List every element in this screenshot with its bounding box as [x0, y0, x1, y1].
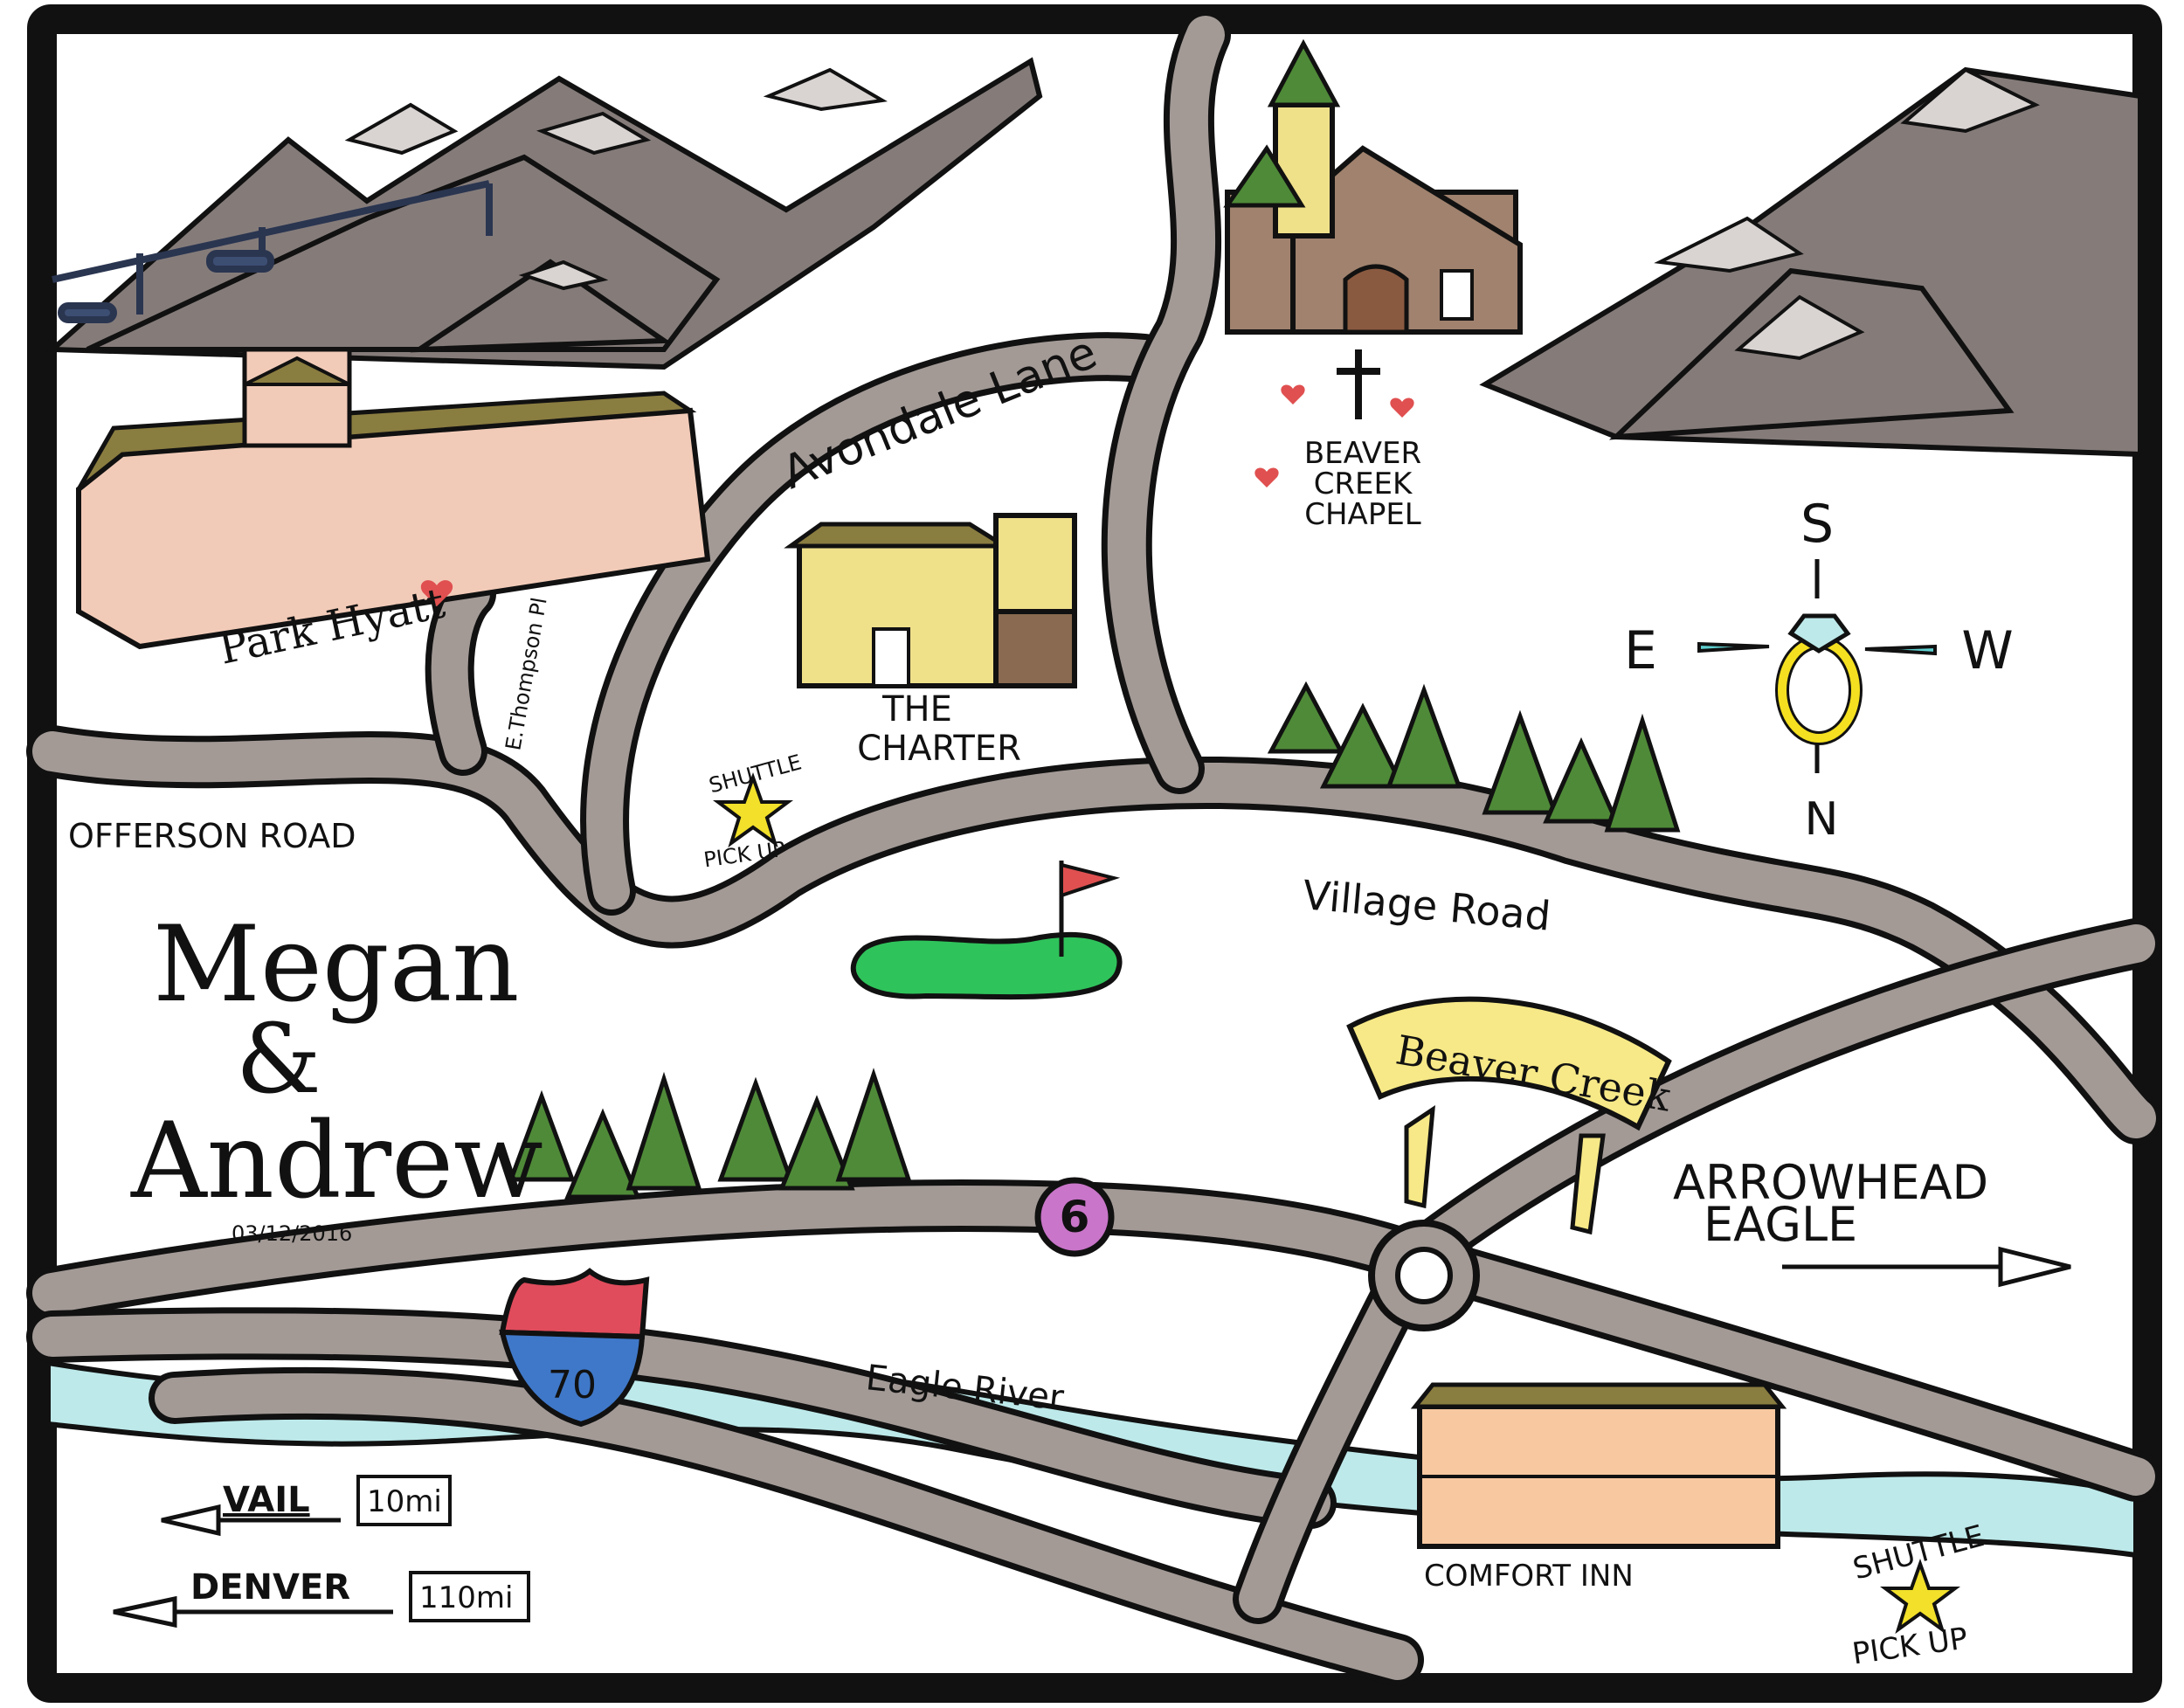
heart-icon-chapel-2: [1390, 398, 1414, 418]
vail-distance: 10mi: [367, 1484, 442, 1519]
compass-n: N: [1805, 793, 1839, 846]
ski-lift: [52, 180, 493, 323]
compass-w: W: [1961, 620, 2013, 681]
charter-label-2: CHARTER: [857, 729, 1021, 769]
wedding-date: 03/12/2016: [232, 1221, 352, 1246]
arrowhead-label-2: EAGLE: [1704, 1197, 1857, 1252]
comfort-inn-building: [1410, 1382, 1787, 1549]
park-hyatt-building: [76, 347, 711, 650]
trees-village: [1267, 681, 1681, 833]
chapel-label-3: CHAPEL: [1304, 497, 1421, 532]
trees-route6: [508, 1068, 912, 1200]
diamond-icon: [1787, 613, 1851, 653]
denver-distance-box: [409, 1571, 530, 1622]
vail-label: VAIL: [223, 1480, 310, 1520]
mountains-left: [45, 57, 1043, 370]
vail-distance-box: [356, 1475, 452, 1526]
chapel-label-1: BEAVER: [1304, 436, 1421, 471]
route-6-marker: [1034, 1177, 1115, 1257]
route-70-label: 70: [548, 1363, 597, 1407]
compass: [1697, 559, 1937, 773]
denver-label: DENVER: [190, 1567, 350, 1608]
heart-icon-chapel-3: [1254, 467, 1279, 488]
arrowhead-arrow: [1782, 1246, 2071, 1288]
denver-arrow: [113, 1595, 393, 1628]
offerson-label: OFFERSON ROAD: [68, 817, 356, 855]
cross-icon: [1337, 349, 1380, 419]
route-6-label: 6: [1060, 1192, 1090, 1242]
couple-name-1: Megan: [153, 904, 520, 1026]
interstate-70-shield: [499, 1268, 650, 1428]
the-charter-building: [784, 513, 1077, 688]
heart-icon: [420, 580, 453, 606]
mountains-right: [1479, 66, 2143, 458]
roundabout: [1368, 1220, 1480, 1331]
arrowhead-label-1: ARROWHEAD: [1673, 1155, 1988, 1210]
star-icon-bottom: [1880, 1559, 1960, 1635]
denver-distance: 110mi: [419, 1580, 513, 1615]
charter-label-1: THE: [881, 689, 952, 730]
star-icon-top: [713, 772, 793, 848]
comfort-inn-label: COMFORT INN: [1424, 1559, 1634, 1594]
couple-name-2: Andrew: [130, 1101, 543, 1222]
compass-s: S: [1800, 494, 1834, 555]
heart-icon-chapel-1: [1281, 384, 1305, 405]
couple-amp: &: [236, 1003, 321, 1115]
golf-green: [850, 861, 1123, 1000]
roads: [26, 10, 2162, 1686]
chapel-label-2: CREEK: [1314, 467, 1413, 501]
beaver-creek-sign: [1346, 996, 1672, 1235]
vail-arrow: [161, 1504, 341, 1537]
beaver-creek-chapel-building: [1223, 38, 1523, 335]
compass-e: E: [1624, 620, 1657, 681]
